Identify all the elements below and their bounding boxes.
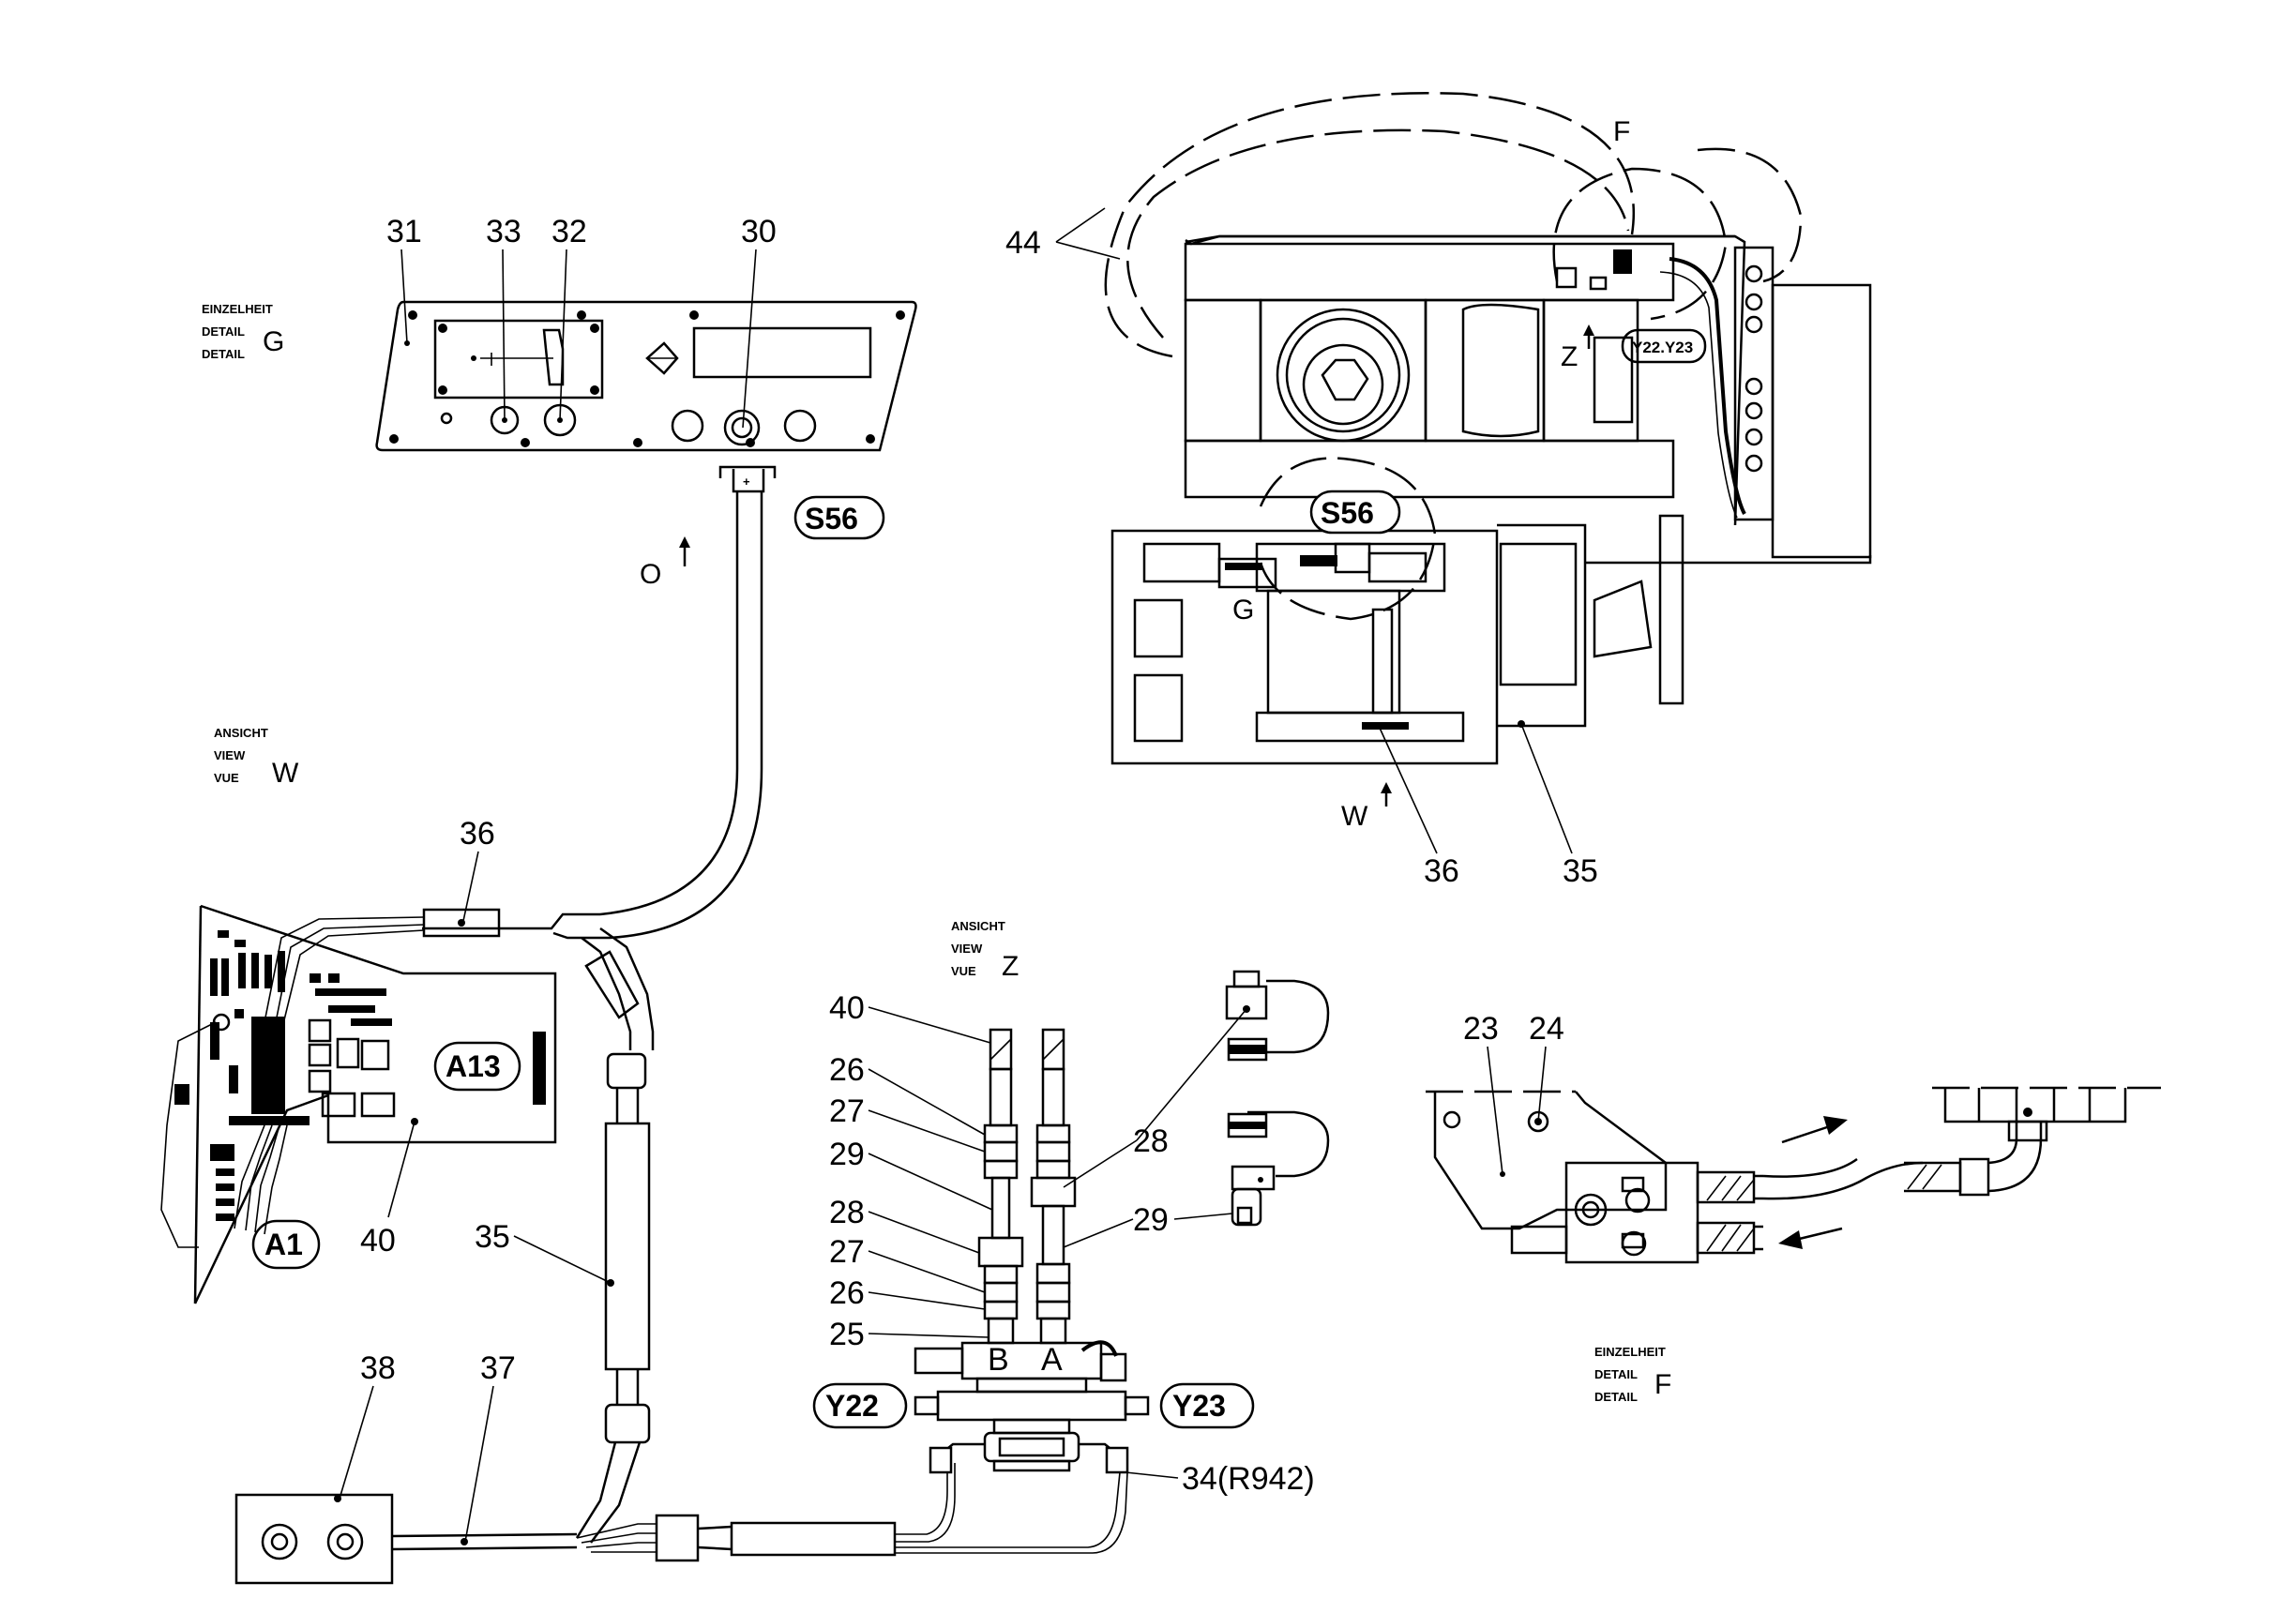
valve-left-callout-27b: 27	[829, 1234, 865, 1270]
detail-f-label: EINZELHEIT DETAIL DETAIL F	[1594, 1345, 1671, 1404]
view-z-label-line-3: VUE	[951, 964, 976, 978]
valve-port-b: B	[988, 1342, 1009, 1378]
harness-trunk	[262, 908, 1128, 1562]
valve-left-callout-40: 40	[829, 990, 865, 1026]
harness-callout-40: 40	[360, 1223, 396, 1259]
control-panel	[375, 300, 917, 452]
view-w-label-line-3: VUE	[214, 771, 239, 785]
harness-callout-35: 35	[475, 1219, 510, 1255]
detail-g-letter: G	[263, 326, 284, 357]
overview-callout-36: 36	[1424, 853, 1459, 889]
a13-tag: A13	[433, 1041, 521, 1092]
valve-right-callouts: 28 29	[1063, 1008, 1247, 1248]
valve-port-a: A	[1041, 1342, 1063, 1378]
overview-letter-w: W	[1341, 801, 1368, 832]
callout-33: 33	[486, 214, 521, 249]
overview-tag-y22y23: Y22.Y23	[1632, 339, 1693, 356]
tag-a13: A13	[446, 1049, 501, 1083]
svg-text:+: +	[743, 475, 750, 489]
circuit-board-a13	[160, 904, 557, 1304]
callout-30: 30	[741, 214, 777, 249]
overview-letter-g: G	[1232, 595, 1254, 626]
view-z-label-line-1: ANSICHT	[951, 919, 1005, 933]
detail-f-label-line-3: DETAIL	[1594, 1390, 1638, 1404]
harness-callout-37: 37	[480, 1350, 516, 1386]
valve-left-callout-27a: 27	[829, 1093, 865, 1129]
valve-left-callouts: 40 26 27 29 28 27 26 25	[829, 990, 993, 1352]
overview-callout-44: 44	[1005, 225, 1041, 261]
valve-left-callout-26a: 26	[829, 1052, 865, 1088]
valve-callout-34-group: 34(R942)	[1125, 1461, 1315, 1497]
a1-tag: A1	[251, 1219, 321, 1270]
view-w-label-line-2: VIEW	[214, 748, 246, 762]
valve-left-callout-25: 25	[829, 1317, 865, 1352]
view-w-letter: W	[272, 758, 299, 789]
harness-callout-38: 38	[360, 1350, 396, 1386]
junction-box-38	[234, 1493, 394, 1585]
valve-left-callout-28: 28	[829, 1195, 865, 1230]
view-w-label-line-1: ANSICHT	[214, 726, 268, 740]
detail-f-callout-23: 23	[1463, 1011, 1499, 1047]
detail-f-drawing	[1426, 1086, 2161, 1264]
overview-callout-35: 35	[1563, 853, 1598, 889]
overview-tag-s56: S56	[1321, 496, 1374, 530]
tag-y22: Y22	[825, 1389, 879, 1423]
view-z-letter: Z	[1002, 951, 1019, 982]
overview-letter-z: Z	[1561, 341, 1578, 372]
valve-right-callout-29: 29	[1133, 1202, 1169, 1238]
overview-labels: 44 F Z Y22.Y23 S56 G W 36 35	[1005, 116, 1707, 889]
detail-g-label-line-3: DETAIL	[202, 347, 245, 361]
detail-f-callout-24: 24	[1529, 1011, 1564, 1047]
harness-callout-36: 36	[460, 816, 495, 852]
detail-g-label: EINZELHEIT DETAIL DETAIL G	[202, 302, 284, 361]
callout-31: 31	[386, 214, 422, 249]
tag-a1: A1	[264, 1228, 303, 1261]
tag-s56: S56	[805, 502, 858, 535]
harness-callout-40-group: 40	[360, 1121, 415, 1259]
tag-y23: Y23	[1172, 1389, 1226, 1423]
valve-loose-parts	[1225, 970, 1330, 1227]
detail-g-label-line-2: DETAIL	[202, 324, 245, 339]
arrow-o: O	[640, 536, 690, 590]
view-w-label: ANSICHT VIEW VUE W	[214, 726, 299, 789]
arrow-o-letter: O	[640, 559, 661, 590]
callout-32: 32	[551, 214, 587, 249]
valve-assembly: B A	[914, 1028, 1150, 1474]
valve-left-callout-29: 29	[829, 1137, 865, 1172]
valve-right-callout-28: 28	[1133, 1123, 1169, 1159]
detail-g-label-line-1: EINZELHEIT	[202, 302, 273, 316]
detail-f-letter: F	[1654, 1369, 1671, 1400]
view-z-label-line-2: VIEW	[951, 942, 983, 956]
detail-f-callouts: 23 24	[1463, 1011, 1564, 1175]
valve-left-callout-26b: 26	[829, 1275, 865, 1311]
s56-tag: S56	[793, 495, 885, 540]
detail-f-label-line-2: DETAIL	[1594, 1367, 1638, 1381]
detail-f-label-line-1: EINZELHEIT	[1594, 1345, 1666, 1359]
switch-s56-cable: +	[599, 465, 777, 940]
detail-g-callouts: 31 33 32 30	[386, 214, 777, 429]
machine-overview	[1104, 92, 1872, 765]
valve-callout-34: 34(R942)	[1182, 1461, 1315, 1497]
y23-tag: Y23	[1159, 1382, 1255, 1429]
overview-letter-f: F	[1613, 116, 1630, 147]
view-z-label: ANSICHT VIEW VUE Z	[951, 919, 1019, 982]
y22-tag: Y22	[812, 1382, 908, 1429]
harness-callouts: 36 35 38 37	[339, 816, 612, 1543]
